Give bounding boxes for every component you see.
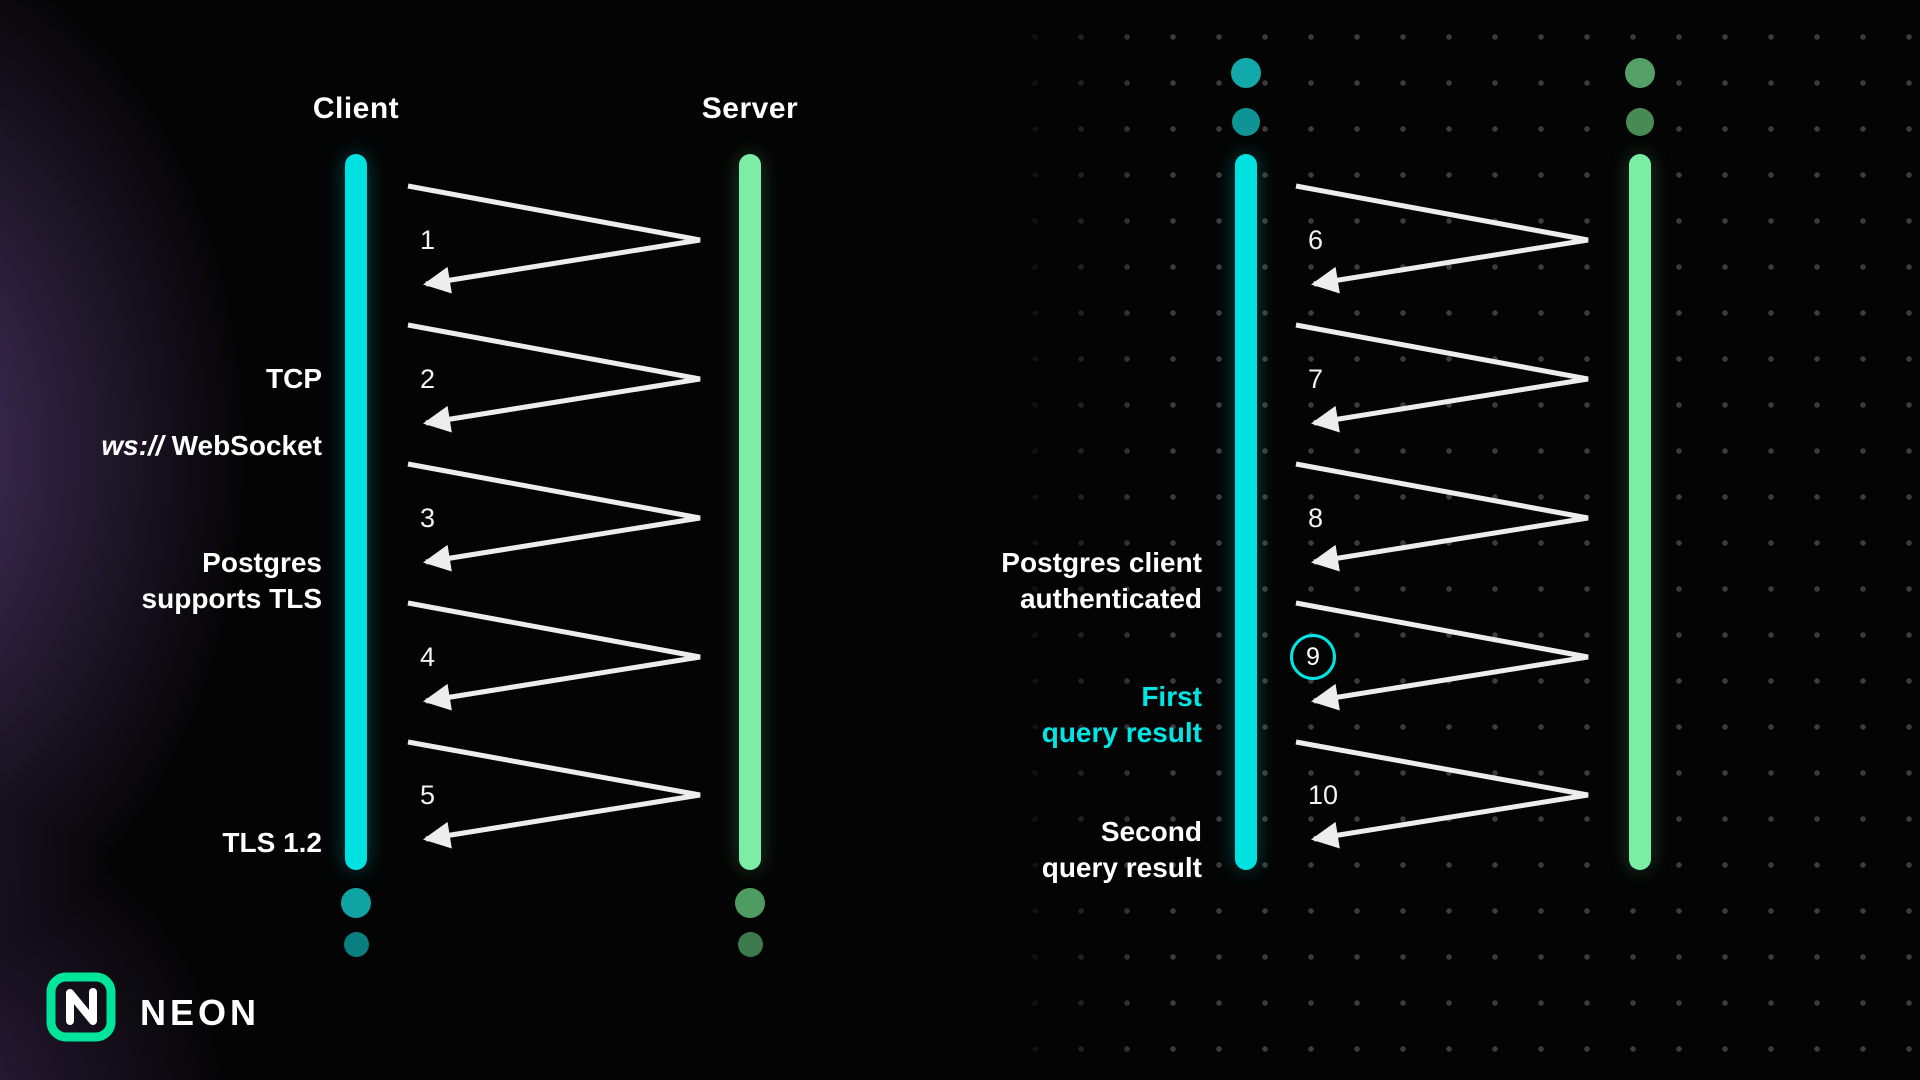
- arrow-zigzag-6: [1295, 183, 1589, 294]
- client-continuation-dot: [1232, 108, 1260, 136]
- annotation-second-query-result: Second query result: [822, 814, 1202, 886]
- client-continuation-dot: [1231, 58, 1261, 88]
- annotation-first-query-result: First query result: [822, 679, 1202, 751]
- annotation-client-authenticated: Postgres client authenticated: [822, 545, 1202, 617]
- client-lifeline-right: [1235, 154, 1257, 870]
- arrow-zigzag-3: [407, 461, 701, 572]
- server-label: Server: [701, 92, 799, 125]
- neon-logo-icon: [46, 972, 116, 1042]
- arrow-zigzag-10: [1295, 739, 1589, 849]
- annotation-line: Second: [1100, 816, 1202, 847]
- annotation-line: Postgres: [202, 547, 322, 578]
- server-continuation-dot: [735, 888, 765, 918]
- server-continuation-dot: [738, 932, 763, 957]
- step-number-10: 10: [1308, 780, 1339, 810]
- server-continuation-dot: [1625, 58, 1655, 88]
- annotation-line: supports TLS: [141, 583, 322, 614]
- arrow-zigzag-5: [407, 739, 701, 849]
- client-lifeline-left: [345, 154, 367, 870]
- annotation-line: authenticated: [1019, 583, 1202, 614]
- client-continuation-dot: [344, 932, 369, 957]
- step-number-9: 9: [1306, 643, 1320, 671]
- arrow-zigzag-1: [407, 183, 701, 294]
- annotation-ws-name: WebSocket: [171, 430, 322, 461]
- step-number-5: 5: [420, 780, 436, 810]
- annotation-tcp: TCP: [266, 363, 322, 394]
- server-lifeline-right: [1629, 154, 1651, 870]
- annotation-postgres-supports-tls: Postgres supports TLS: [0, 545, 322, 617]
- step-number-6: 6: [1308, 225, 1324, 255]
- annotation-line: query result: [1041, 717, 1202, 748]
- arrow-zigzag-4: [407, 600, 701, 711]
- client-label: Client: [312, 92, 400, 125]
- step-number-4: 4: [420, 642, 436, 672]
- neon-logo-text: NEON: [140, 992, 261, 1033]
- annotation-tls-version: TLS 1.2: [222, 827, 322, 858]
- client-continuation-dot: [341, 888, 371, 918]
- arrow-zigzag-9: [1295, 600, 1589, 711]
- arrow-zigzag-2: [407, 322, 701, 433]
- step-number-8: 8: [1308, 503, 1324, 533]
- annotation-websocket: ws://WebSocket: [0, 428, 322, 464]
- annotation-line: First: [1141, 681, 1202, 712]
- server-lifeline-left: [739, 154, 761, 870]
- step-number-2: 2: [420, 364, 436, 394]
- annotation-ws-scheme: ws://: [101, 430, 164, 461]
- annotation-line: Postgres client: [1001, 547, 1202, 578]
- arrow-zigzag-8: [1295, 461, 1589, 572]
- annotation-line: query result: [1041, 852, 1202, 883]
- step-number-7: 7: [1308, 364, 1324, 394]
- step-number-9-circled: 9: [1290, 634, 1336, 680]
- step-number-1: 1: [420, 225, 436, 255]
- step-number-3: 3: [420, 503, 436, 533]
- server-continuation-dot: [1626, 108, 1654, 136]
- arrow-zigzag-7: [1295, 322, 1589, 433]
- dot-grid-background: [1000, 0, 1920, 1052]
